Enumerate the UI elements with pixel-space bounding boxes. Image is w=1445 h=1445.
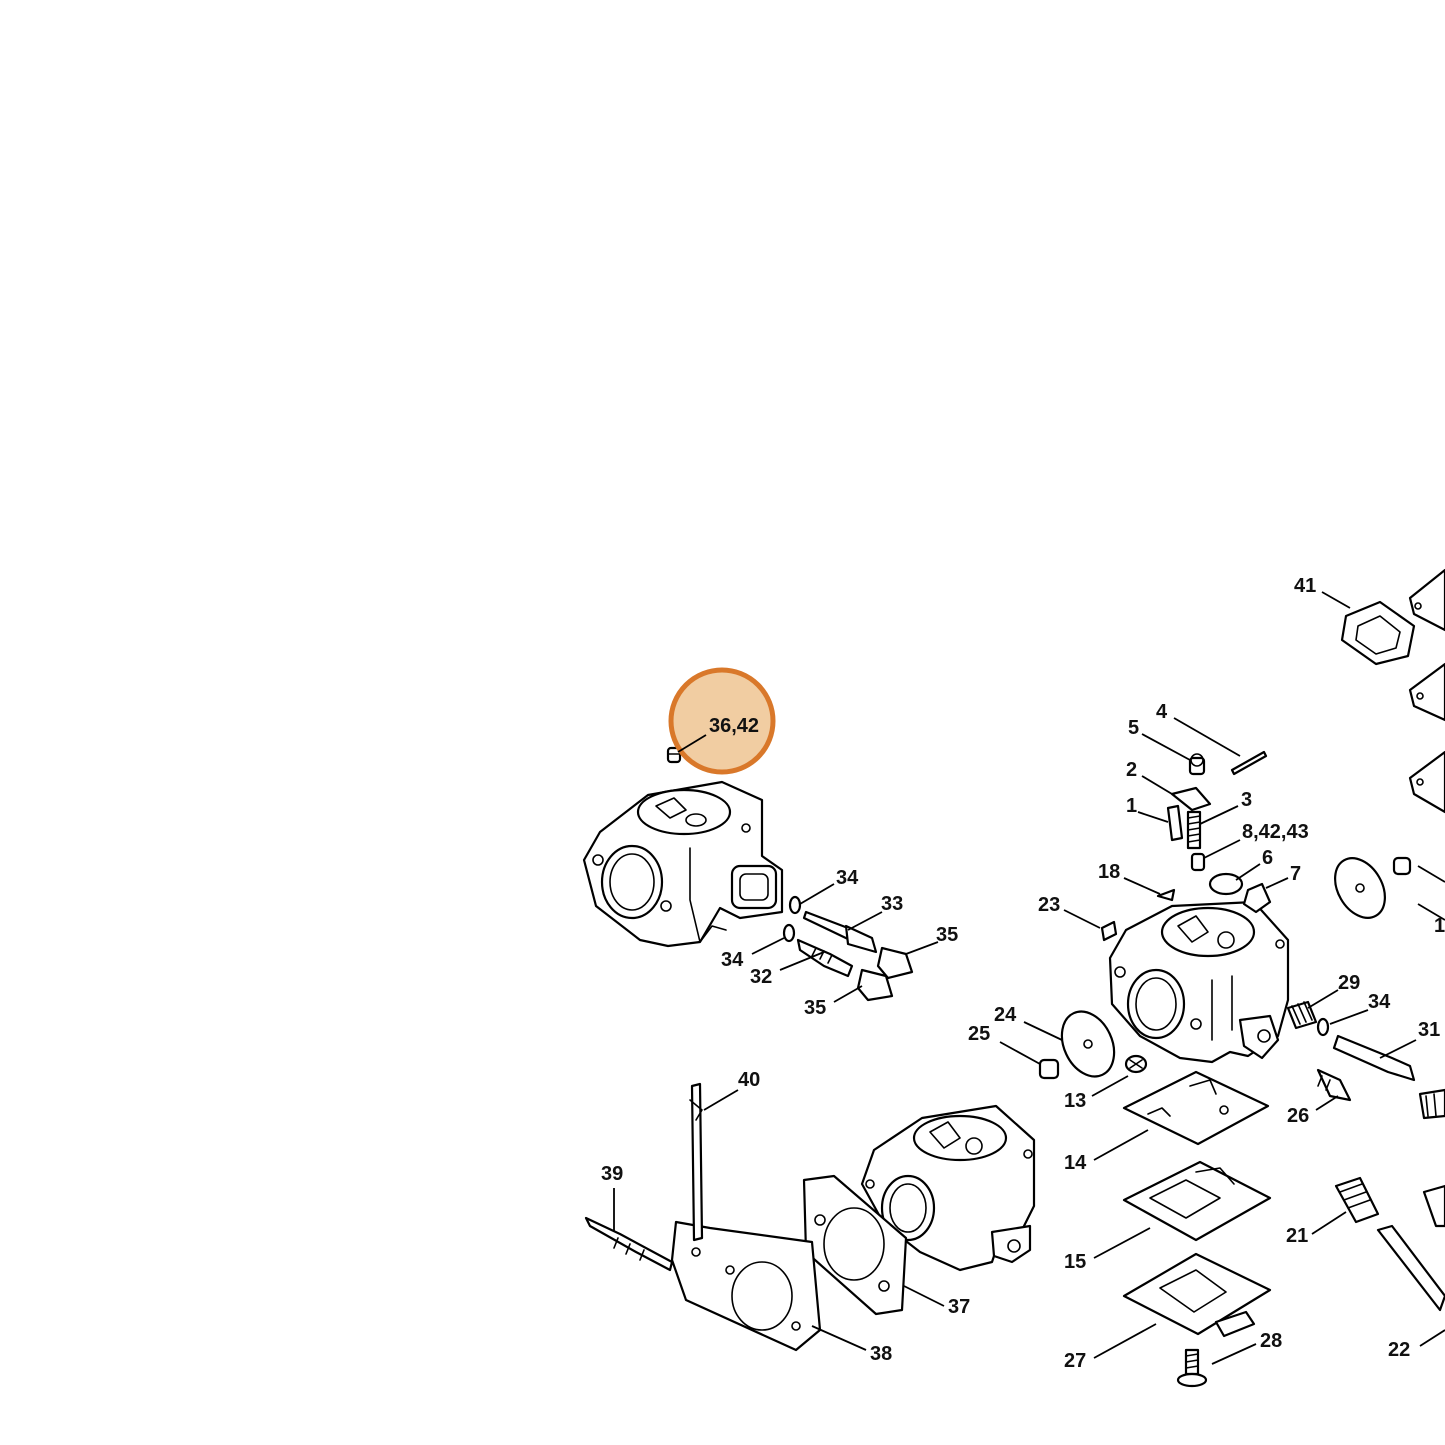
part-labels: 41 4 5 2 3 1 8,42,43 6 18 7 23 34 33 35 … bbox=[601, 575, 1445, 1372]
label-29[interactable]: 29 bbox=[1338, 972, 1360, 994]
gasket-plates bbox=[670, 1174, 908, 1352]
label-32[interactable]: 32 bbox=[750, 966, 772, 988]
label-25[interactable]: 25 bbox=[968, 1023, 990, 1045]
label-1-edge[interactable]: 1 bbox=[1434, 915, 1445, 937]
label-2[interactable]: 2 bbox=[1126, 759, 1137, 781]
label-31[interactable]: 31 bbox=[1418, 1019, 1440, 1041]
label-39[interactable]: 39 bbox=[601, 1163, 623, 1185]
label-34-top[interactable]: 34 bbox=[836, 867, 859, 889]
label-27[interactable]: 27 bbox=[1064, 1350, 1086, 1372]
label-35-bottom[interactable]: 35 bbox=[804, 997, 826, 1019]
diaphragm-parts bbox=[1038, 1010, 1272, 1388]
label-3[interactable]: 3 bbox=[1241, 789, 1252, 811]
label-1[interactable]: 1 bbox=[1126, 795, 1137, 817]
label-7[interactable]: 7 bbox=[1290, 863, 1301, 885]
plug-part-36 bbox=[666, 746, 682, 764]
label-35-top[interactable]: 35 bbox=[936, 924, 958, 946]
carburetor-body-bottom bbox=[860, 1104, 1036, 1272]
label-15[interactable]: 15 bbox=[1064, 1251, 1086, 1273]
carburetor-body-main bbox=[1108, 900, 1290, 1064]
label-34-right[interactable]: 34 bbox=[1368, 991, 1391, 1013]
label-34-mid[interactable]: 34 bbox=[721, 949, 744, 971]
label-8-42-43[interactable]: 8,42,43 bbox=[1242, 821, 1309, 843]
leader-lines bbox=[613, 591, 1445, 1365]
label-28[interactable]: 28 bbox=[1260, 1330, 1282, 1352]
label-6[interactable]: 6 bbox=[1262, 847, 1273, 869]
label-33[interactable]: 33 bbox=[881, 893, 903, 915]
highlight-label[interactable]: 36,42 bbox=[709, 715, 759, 737]
needle-valve-parts bbox=[1100, 750, 1272, 942]
label-5[interactable]: 5 bbox=[1128, 717, 1139, 739]
label-38[interactable]: 38 bbox=[870, 1343, 892, 1365]
highlight-marker[interactable]: 36,42 bbox=[668, 667, 776, 775]
label-13[interactable]: 13 bbox=[1064, 1090, 1086, 1112]
highlight-circle[interactable] bbox=[668, 667, 776, 775]
adjusting-screw-set-top bbox=[782, 895, 914, 1002]
label-22[interactable]: 22 bbox=[1388, 1339, 1410, 1361]
label-41[interactable]: 41 bbox=[1294, 575, 1316, 597]
label-21[interactable]: 21 bbox=[1286, 1225, 1308, 1247]
label-26[interactable]: 26 bbox=[1287, 1105, 1309, 1127]
label-4[interactable]: 4 bbox=[1156, 701, 1168, 723]
label-37[interactable]: 37 bbox=[948, 1296, 970, 1318]
label-14[interactable]: 14 bbox=[1064, 1152, 1087, 1174]
label-40[interactable]: 40 bbox=[738, 1069, 760, 1091]
label-23[interactable]: 23 bbox=[1038, 894, 1060, 916]
adjusting-screws-main bbox=[1286, 1000, 1445, 1312]
carburetor-body-top bbox=[582, 780, 784, 948]
label-18[interactable]: 18 bbox=[1098, 861, 1120, 883]
filter-adapter-parts bbox=[1334, 568, 1445, 919]
label-24[interactable]: 24 bbox=[994, 1004, 1017, 1026]
throttle-choke-shafts bbox=[584, 1082, 704, 1272]
